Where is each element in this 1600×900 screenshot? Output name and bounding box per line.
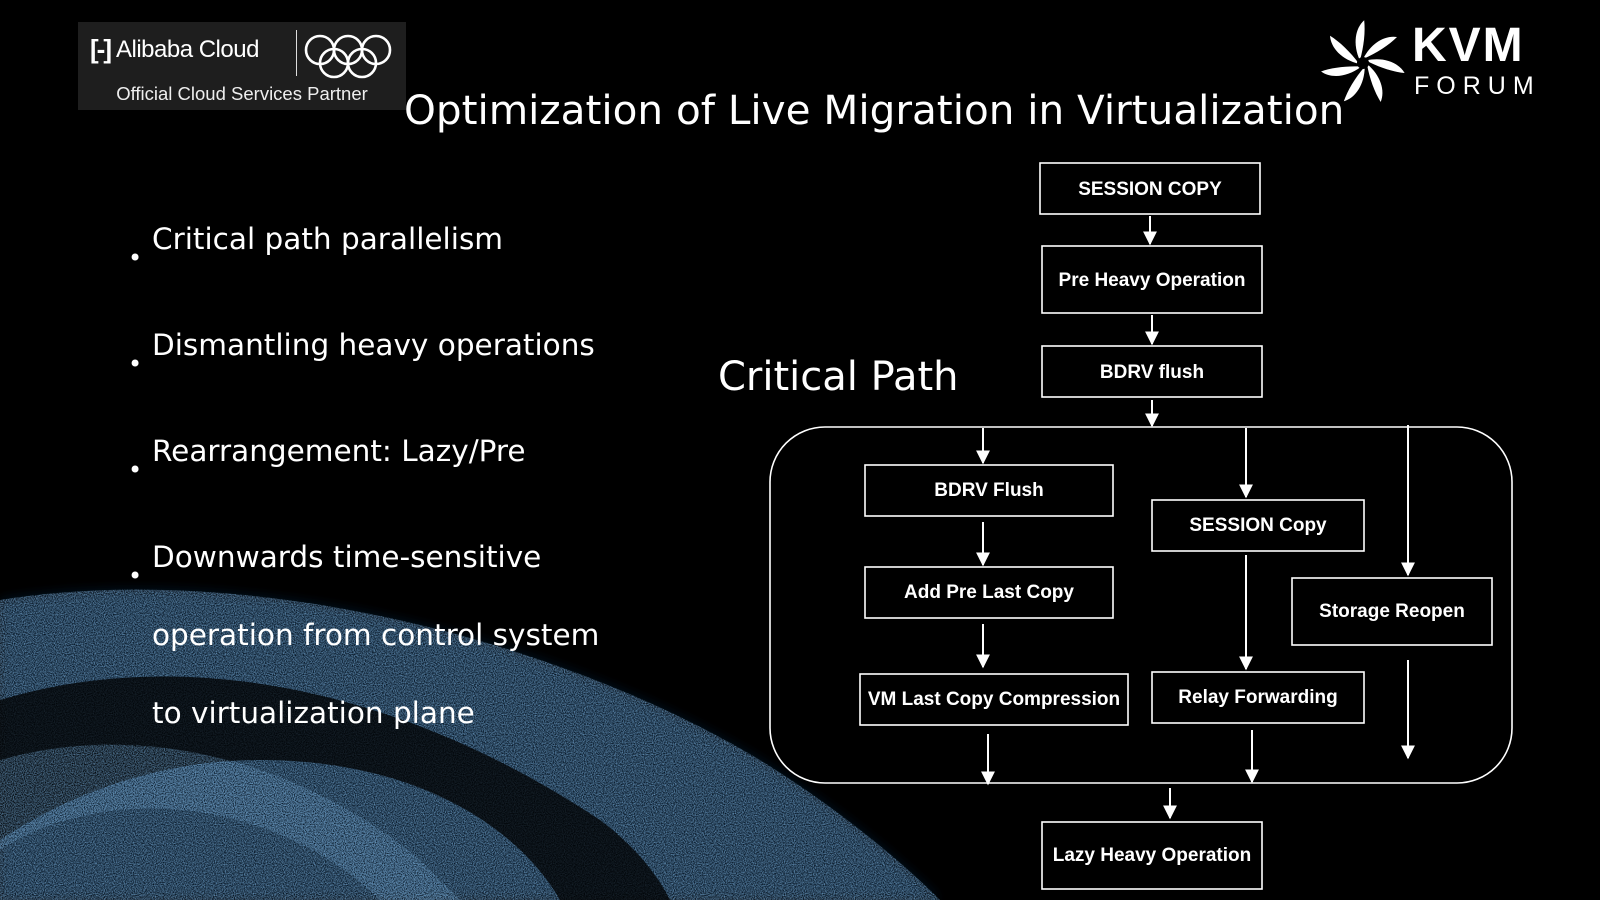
bullet-line: Downwards time-sensitive [152, 540, 542, 574]
add-pre-last-copy-text: Add Pre Last Copy [904, 582, 1074, 603]
alibaba-cloud-mark-icon: [-] [90, 34, 112, 64]
bullet-dot-icon: • [128, 350, 143, 378]
bdrv-flush-top-box [1041, 345, 1263, 398]
vm-last-copy-compression-text: VM Last Copy Compression [868, 689, 1120, 710]
pre-heavy-operation-text: Pre Heavy Operation [1059, 270, 1246, 291]
forum-wordmark: FORUM [1414, 72, 1541, 100]
bullet-dot-icon: • [128, 562, 143, 590]
bullet-text: Rearrangement: Lazy/Pre [152, 412, 526, 490]
kvm-forum-logo: KVM FORUM [1318, 18, 1538, 108]
alibaba-cloud-partner-logo: [-] Alibaba Cloud Official Cloud Service… [78, 22, 406, 110]
alibaba-cloud-brand-text: Alibaba Cloud [115, 35, 259, 63]
parallel-group-container [769, 426, 1513, 784]
kvm-flower-icon [1321, 20, 1405, 102]
lazy-heavy-operation-text: Lazy Heavy Operation [1053, 845, 1252, 866]
session-copy-text: SESSION COPY [1078, 179, 1222, 200]
add-pre-last-copy-box [864, 566, 1114, 619]
kvm-wordmark: KVM [1412, 19, 1525, 72]
olympic-rings-icon [304, 34, 392, 79]
bullet-line: to virtualization plane [152, 696, 475, 730]
vm-last-copy-compression-box [859, 673, 1129, 726]
bullet-text: Dismantling heavy operations [152, 306, 595, 384]
bullet-text: Downwards time-sensitive operation from … [152, 518, 599, 752]
bullet-line: operation from control system [152, 618, 600, 652]
relay-forwarding-text: Relay Forwarding [1178, 687, 1337, 708]
bdrv-flush-parallel-text: BDRV Flush [934, 480, 1043, 501]
lazy-heavy-operation-box [1041, 821, 1263, 890]
logo-divider [296, 30, 297, 76]
session-copy-parallel-box [1151, 499, 1365, 552]
storage-reopen-text: Storage Reopen [1319, 601, 1465, 622]
relay-forwarding-box [1151, 671, 1365, 724]
session-copy-box [1039, 162, 1261, 215]
bullet-line: Critical path parallelism [152, 222, 504, 256]
alibaba-cloud-brand: [-] Alibaba Cloud [90, 34, 259, 65]
partner-tagline: Official Cloud Services Partner [116, 83, 368, 104]
bdrv-flush-top-text: BDRV flush [1100, 362, 1204, 383]
critical-path-label: Critical Path [718, 354, 959, 400]
slide-title: Optimization of Live Migration in Virtua… [404, 86, 1345, 134]
bdrv-flush-parallel-box [864, 464, 1114, 517]
storage-reopen-box [1291, 577, 1493, 646]
session-copy-parallel-text: SESSION Copy [1189, 515, 1327, 536]
bullet-dot-icon: • [128, 244, 143, 272]
bullet-dot-icon: • [128, 456, 143, 484]
bullet-line: Dismantling heavy operations [152, 328, 595, 362]
pre-heavy-operation-box [1041, 245, 1263, 314]
bullet-text: Critical path parallelism [152, 200, 503, 278]
bullet-line: Rearrangement: Lazy/Pre [152, 434, 526, 468]
